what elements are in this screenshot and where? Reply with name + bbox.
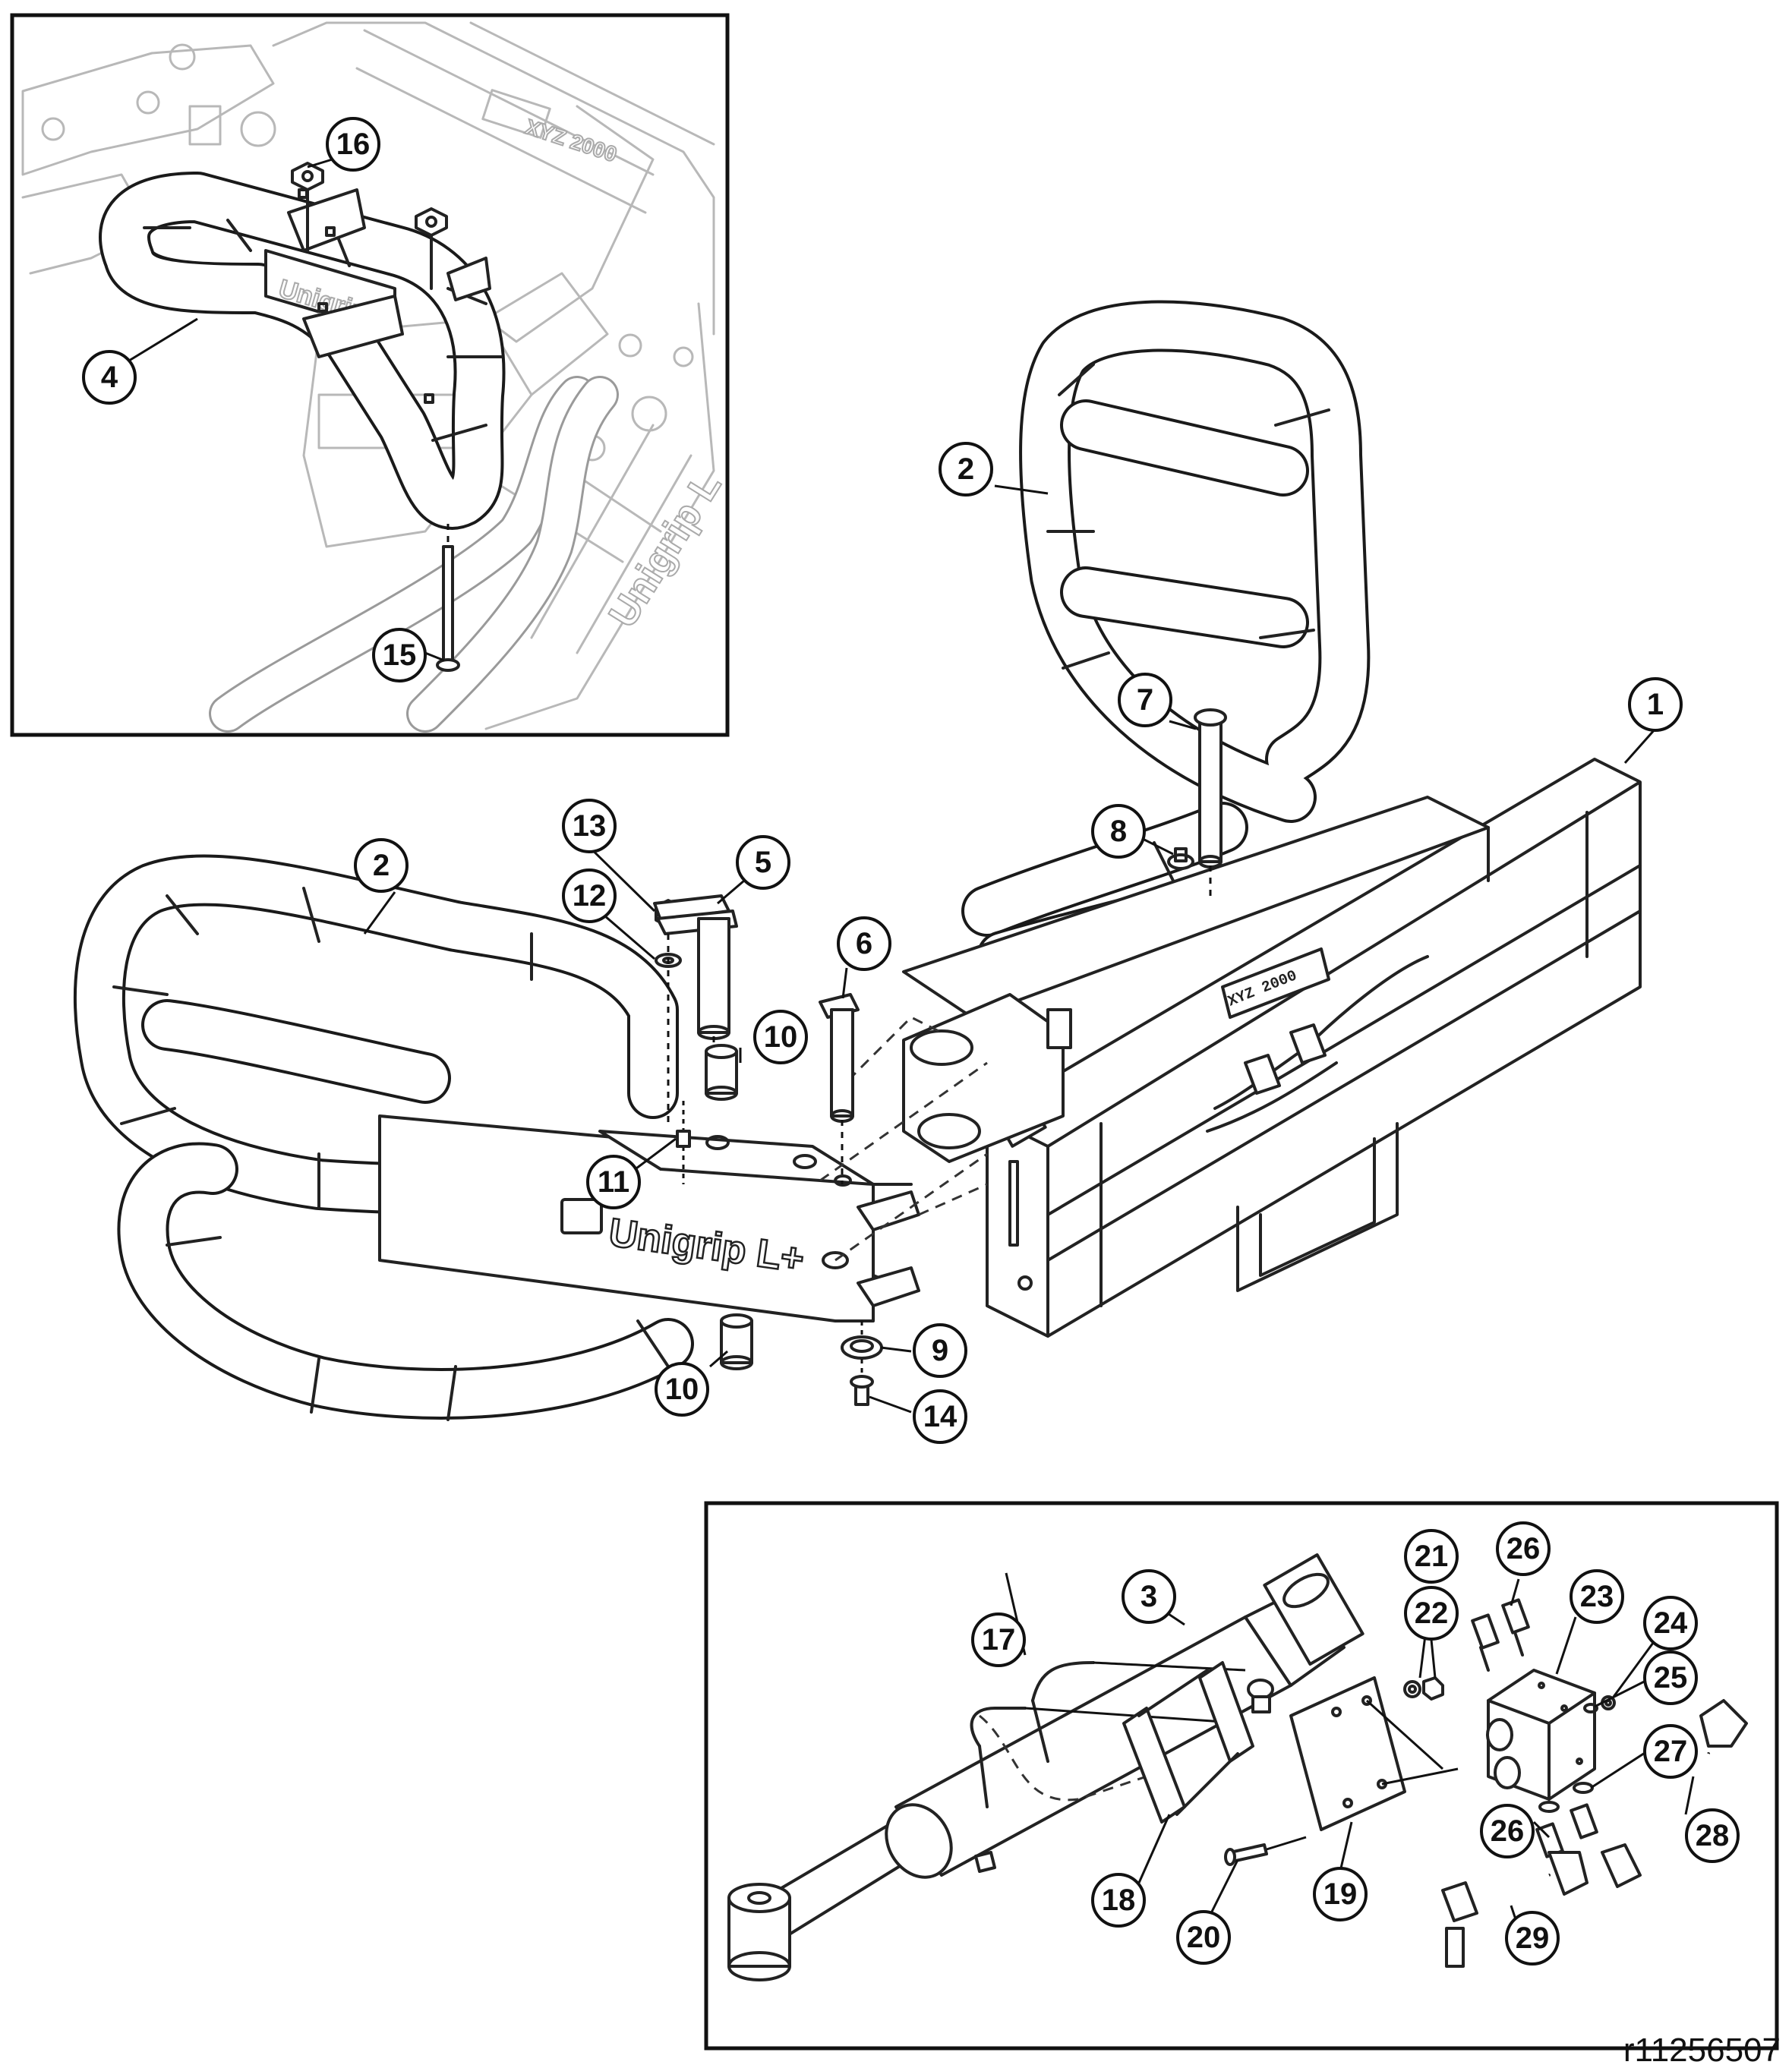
callout-10-lower-label: 10 <box>665 1373 699 1406</box>
callout-1: 1 <box>1628 677 1683 732</box>
grease-nipple-11-part <box>676 1101 691 1184</box>
inset-frame-top <box>10 13 730 737</box>
reference-code: r11256507 <box>1623 2032 1781 2068</box>
callout-11: 11 <box>586 1155 641 1209</box>
valve-block-23-part <box>1486 1669 1596 1801</box>
callout-12: 12 <box>562 868 617 923</box>
callout-29-label: 29 <box>1516 1921 1550 1955</box>
callout-24-label: 24 <box>1654 1606 1688 1640</box>
bushing-10-upper <box>705 1044 738 1101</box>
callout-27-label: 27 <box>1654 1735 1688 1768</box>
callout-8: 8 <box>1091 804 1146 859</box>
bushing-10-lower <box>720 1313 753 1370</box>
callout-23: 23 <box>1570 1569 1624 1624</box>
callout-19: 19 <box>1313 1867 1368 1921</box>
callout-2-right-label: 2 <box>958 452 974 486</box>
cylinder-fitting <box>1247 1679 1274 1713</box>
callout-1-label: 1 <box>1647 688 1664 721</box>
hinge-block-frame <box>902 993 1072 1163</box>
hydraulic-cylinder <box>727 1553 1365 1981</box>
inset-frame-bottom <box>704 1501 1779 2051</box>
callout-10-lower: 10 <box>655 1362 709 1417</box>
callout-22: 22 <box>1404 1586 1459 1641</box>
washer-9-part <box>841 1321 883 1360</box>
callout-12-label: 12 <box>573 879 607 913</box>
nut-22-part <box>1422 1676 1444 1701</box>
callout-21: 21 <box>1404 1529 1459 1584</box>
callout-10-upper: 10 <box>753 1010 808 1064</box>
callout-5: 5 <box>736 835 790 890</box>
callout-11-label: 11 <box>598 1165 629 1199</box>
callout-22-label: 22 <box>1415 1597 1449 1630</box>
callout-29: 29 <box>1505 1911 1560 1966</box>
callout-18-label: 18 <box>1102 1884 1136 1917</box>
callout-14: 14 <box>913 1389 967 1444</box>
callout-3-label: 3 <box>1141 1580 1157 1613</box>
callout-17-label: 17 <box>982 1623 1016 1657</box>
callout-25-label: 25 <box>1654 1661 1688 1694</box>
callout-16-label: 16 <box>336 128 371 161</box>
callout-2-left: 2 <box>354 838 409 893</box>
callout-26-upper: 26 <box>1496 1521 1551 1576</box>
callout-8-label: 8 <box>1110 815 1127 848</box>
callout-28: 28 <box>1685 1808 1740 1863</box>
callout-20-label: 20 <box>1187 1921 1221 1954</box>
nut-16-parts <box>291 162 448 290</box>
hose-29-part <box>1441 1851 1589 1968</box>
lock-pin-8-part <box>1167 847 1194 870</box>
callout-13-label: 13 <box>573 809 607 843</box>
callout-4: 4 <box>82 350 137 405</box>
callout-2-left-label: 2 <box>373 849 390 882</box>
callout-9: 9 <box>913 1323 967 1378</box>
callout-5-label: 5 <box>755 846 771 879</box>
callout-26-lower-label: 26 <box>1491 1814 1525 1848</box>
assembly-lines <box>819 1016 988 1262</box>
callout-6: 6 <box>837 916 891 971</box>
callout-26-lower: 26 <box>1480 1804 1535 1858</box>
callout-21-label: 21 <box>1415 1540 1449 1573</box>
clamp-18-part <box>1122 1661 1254 1824</box>
callout-2-right: 2 <box>939 442 993 497</box>
callout-4-label: 4 <box>101 361 118 394</box>
callout-19-label: 19 <box>1323 1877 1358 1911</box>
callout-15-label: 15 <box>383 638 417 672</box>
callout-16: 16 <box>326 117 380 172</box>
callout-6-label: 6 <box>856 927 872 960</box>
callout-15: 15 <box>372 628 427 683</box>
callout-27: 27 <box>1643 1724 1698 1779</box>
washer-21-part <box>1403 1680 1421 1698</box>
callout-20: 20 <box>1176 1910 1231 1965</box>
inset-brand-label-lower: Unigrip L <box>601 465 730 635</box>
hose-28-part <box>1601 1699 1748 1888</box>
callout-7: 7 <box>1118 673 1172 727</box>
bolt-20-part <box>1224 1836 1307 1866</box>
callout-18: 18 <box>1091 1873 1146 1928</box>
pin-7-part <box>1194 708 1227 896</box>
callout-25: 25 <box>1643 1650 1698 1705</box>
adapter-26-upper <box>1471 1598 1530 1672</box>
pin-6-part <box>819 993 860 1184</box>
callout-14-label: 14 <box>923 1400 958 1433</box>
inset-detail-bottom <box>704 1501 1779 2051</box>
pin-5-assembly <box>653 894 738 1124</box>
frame-hoses <box>1206 955 1429 1133</box>
callout-7-label: 7 <box>1137 683 1153 717</box>
mounting-plate-19-part <box>1289 1676 1459 1831</box>
callout-23-label: 23 <box>1580 1580 1614 1613</box>
seal-25-part <box>1583 1703 1598 1713</box>
callout-3: 3 <box>1122 1569 1176 1624</box>
callout-13: 13 <box>562 799 617 853</box>
callout-28-label: 28 <box>1696 1819 1730 1852</box>
callout-26-upper-label: 26 <box>1506 1532 1541 1565</box>
callout-24: 24 <box>1643 1596 1698 1650</box>
protection-bar: Unigrip L <box>99 172 506 530</box>
callout-10-upper-label: 10 <box>764 1020 798 1054</box>
bolt-14-part <box>850 1359 874 1406</box>
bolt-15-part <box>436 524 460 672</box>
callout-17: 17 <box>971 1612 1026 1667</box>
brand-logo-icon <box>560 1198 603 1234</box>
arm-body-left: Unigrip L+ <box>378 1114 920 1322</box>
callout-9-label: 9 <box>932 1334 948 1367</box>
